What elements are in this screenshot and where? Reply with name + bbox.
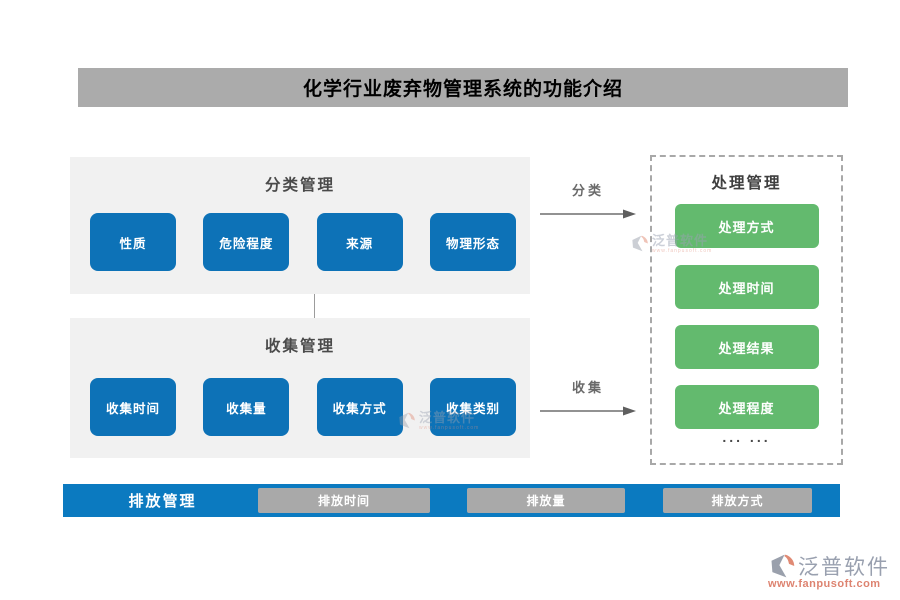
brand-logo: 泛普软件 www.fanpusoft.com [768, 551, 890, 590]
processing-more-indicator: ... ... [722, 429, 771, 445]
arrow-classification-label: 分类 [571, 183, 604, 198]
node-processing-time: 处理时间 [674, 265, 819, 309]
collection-node-row: 收集时间 收集量 收集方式 收集类别 [90, 378, 516, 436]
section-processing: 处理管理 处理方式 处理时间 处理结果 处理程度 ... ... [650, 155, 843, 465]
brand-url-link[interactable]: www.fanpusoft.com [768, 578, 881, 590]
node-physical-form: 物理形态 [429, 213, 516, 271]
node-danger-level: 危险程度 [203, 213, 290, 271]
section-processing-title: 处理管理 [711, 175, 782, 192]
right-arrow-icon [540, 209, 636, 219]
arrow-collection: 收集 [540, 377, 636, 417]
node-nature: 性质 [90, 213, 176, 271]
node-processing-degree: 处理程度 [674, 385, 819, 429]
fanpu-logo-icon [632, 235, 648, 252]
node-processing-result: 处理结果 [674, 325, 819, 369]
classification-node-row: 性质 危险程度 来源 物理形态 [90, 213, 516, 271]
node-emission-method: 排放方式 [663, 488, 812, 513]
node-emission-time: 排放时间 [258, 488, 430, 513]
node-collection-time: 收集时间 [90, 378, 176, 436]
node-processing-method: 处理方式 [674, 204, 819, 248]
right-arrow-icon [540, 406, 636, 416]
arrow-collection-label: 收集 [571, 380, 604, 395]
section-classification-title: 分类管理 [264, 177, 335, 194]
node-emission-amount: 排放量 [467, 488, 625, 513]
connector-line [314, 294, 315, 318]
page-title: 化学行业废弃物管理系统的功能介绍 [78, 68, 848, 107]
section-emission: 排放管理 排放时间 排放量 排放方式 [63, 484, 840, 517]
section-collection-title: 收集管理 [264, 338, 335, 355]
brand-logo-row: 泛普软件 [768, 551, 890, 581]
section-emission-title: 排放管理 [128, 493, 197, 510]
node-collection-amount: 收集量 [203, 378, 290, 436]
section-classification: 分类管理 性质 危险程度 来源 物理形态 [70, 157, 530, 294]
node-collection-category: 收集类别 [429, 378, 516, 436]
brand-name-text: 泛普软件 [798, 556, 890, 579]
node-source: 来源 [316, 213, 403, 271]
arrow-classification: 分类 [540, 180, 636, 220]
node-collection-method: 收集方式 [316, 378, 403, 436]
fanpu-logo-icon [771, 554, 795, 578]
section-collection: 收集管理 收集时间 收集量 收集方式 收集类别 [70, 318, 530, 458]
